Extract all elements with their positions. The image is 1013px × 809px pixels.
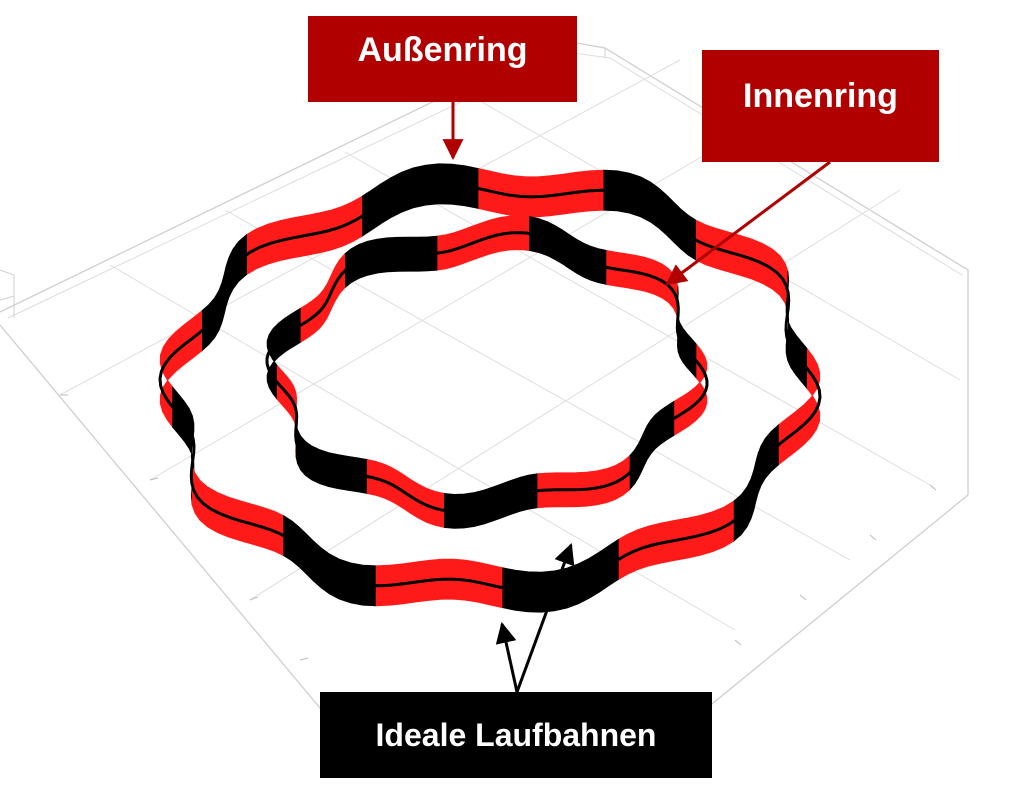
- inner-ring-segment: [676, 286, 698, 380]
- grid-tick: [249, 596, 259, 601]
- inner-ring-segment: [628, 400, 675, 492]
- grid-front-right-edge: [679, 494, 969, 731]
- grid-back-wall-inner: [7, 51, 963, 319]
- raceway-rings: [158, 163, 822, 613]
- grid-tick: [869, 534, 877, 541]
- grid-tick: [149, 477, 159, 481]
- outer-ring-segment: [172, 385, 195, 506]
- grid-line: [249, 189, 901, 601]
- ideal-arrow-inner: [515, 543, 575, 693]
- outer-ring-segment: [375, 558, 503, 609]
- outer-ring-segment: [191, 464, 285, 557]
- grid-left-wall: [0, 269, 15, 276]
- inner-ring-segment: [276, 364, 298, 458]
- ideal-arrow-outer: [495, 621, 519, 693]
- inner-ring-segment: [344, 235, 438, 289]
- inner-ring-segment: [299, 252, 346, 344]
- inner-ideal-raceway: [265, 231, 709, 513]
- outer-ring-segment: [785, 270, 808, 391]
- grid-tick: [734, 639, 742, 646]
- inner-ring-segment: [443, 473, 538, 529]
- grid-tick: [929, 484, 937, 491]
- grid-front-left-edge: [0, 324, 331, 721]
- callout-arrows: [442, 102, 831, 693]
- outer-ring-segment: [361, 163, 479, 238]
- inner-ring-label: Innenring: [702, 50, 939, 162]
- grid-line: [344, 151, 931, 486]
- grid-left-wall-3: [0, 295, 15, 301]
- inner-ring-segment: [436, 215, 530, 271]
- inner-ring: [265, 215, 709, 529]
- ideal-raceways-label: Ideale Laufbahnen: [320, 692, 712, 778]
- outer-ideal-raceway: [158, 182, 822, 594]
- outer-ring-label: Außenring: [308, 16, 577, 102]
- grid-tick: [299, 657, 309, 661]
- grid-line: [149, 104, 791, 481]
- grid-tick: [799, 594, 807, 601]
- outer-ring-segment: [695, 219, 789, 312]
- inner-ring-arrow: [665, 160, 831, 286]
- inner-ring-segment: [295, 423, 368, 494]
- outer-ring-segment: [603, 169, 697, 262]
